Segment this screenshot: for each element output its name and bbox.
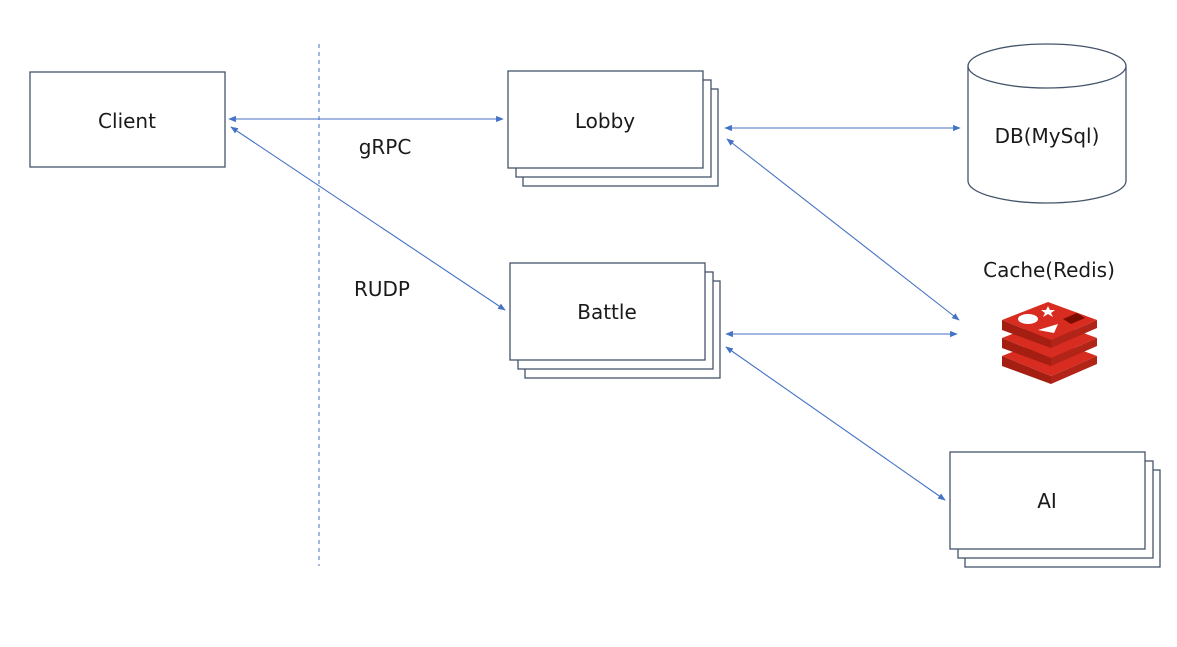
ai-node: AI [949,451,1161,568]
battle-ai-connector [725,346,946,501]
ai-label: AI [1037,489,1057,513]
db-label: DB(MySql) [995,124,1100,148]
rudp-protocol-label: RUDP [354,277,410,301]
redis-logo-icon [1002,302,1097,384]
lobby-label: Lobby [575,109,635,133]
client-node: Client [29,71,226,168]
lobby-node: Lobby [507,70,719,187]
client-label: Client [98,109,156,133]
client-battle-connector [230,126,506,311]
cache-label: Cache(Redis) [983,258,1115,282]
battle-node: Battle [509,262,721,379]
database-cylinder-icon: DB(MySql) [967,43,1127,204]
lobby-cache-connector [726,138,960,321]
grpc-protocol-label: gRPC [359,135,412,159]
battle-label: Battle [577,300,637,324]
